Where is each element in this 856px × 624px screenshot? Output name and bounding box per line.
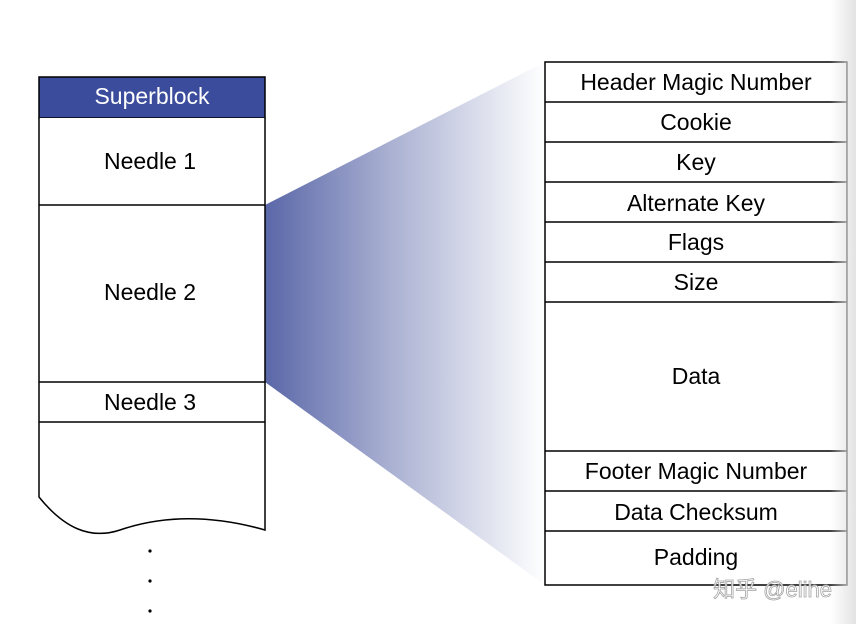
volume-file: Superblock Needle 1 Needle 2 Needle 3 bbox=[38, 76, 266, 613]
continuation-dot bbox=[148, 579, 152, 583]
field-size: Size bbox=[674, 269, 719, 295]
watermark: 知乎 @elihe bbox=[713, 577, 832, 602]
field-flags: Flags bbox=[668, 229, 724, 255]
continuation-dot bbox=[148, 609, 152, 613]
needle-3-label: Needle 3 bbox=[104, 389, 196, 415]
continuation-dot bbox=[148, 549, 152, 553]
field-data: Data bbox=[672, 363, 721, 389]
field-padding: Padding bbox=[654, 544, 738, 570]
expansion-fan bbox=[265, 62, 545, 585]
needle-record: Header Magic Number Cookie Key Alternate… bbox=[544, 61, 848, 586]
field-data-checksum: Data Checksum bbox=[614, 499, 778, 525]
volume-outline bbox=[38, 118, 266, 535]
field-key: Key bbox=[676, 149, 716, 175]
superblock-box bbox=[38, 76, 266, 119]
field-alternate-key: Alternate Key bbox=[627, 190, 766, 216]
field-footer-magic-number: Footer Magic Number bbox=[585, 458, 808, 484]
needle-2-label: Needle 2 bbox=[104, 279, 196, 305]
needle-record-outline bbox=[544, 61, 848, 586]
needle-1-label: Needle 1 bbox=[104, 148, 196, 174]
field-header-magic-number: Header Magic Number bbox=[580, 69, 812, 95]
field-cookie: Cookie bbox=[660, 109, 732, 135]
superblock-label: Superblock bbox=[94, 83, 210, 109]
